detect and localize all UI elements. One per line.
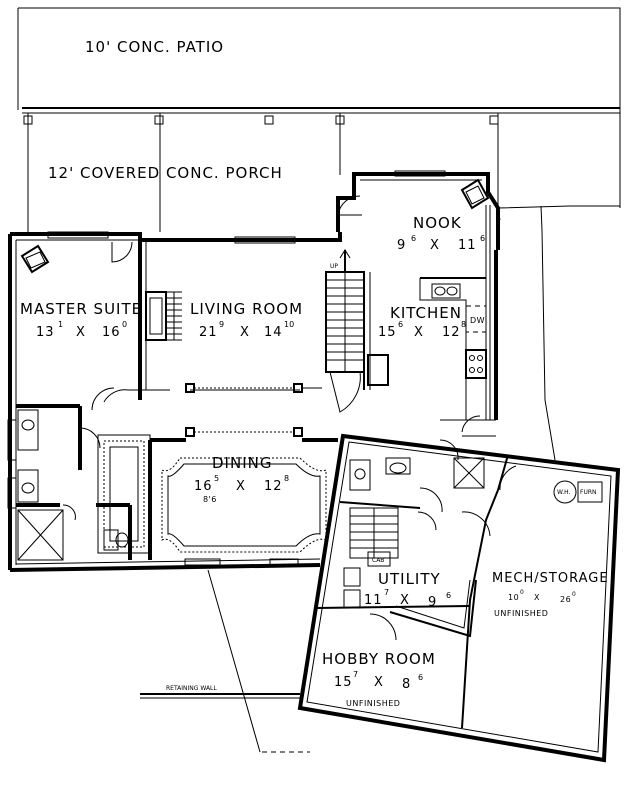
kitchen-dim-w-sup: 6 [398,320,403,329]
water-heater-label: W.H. [557,489,571,496]
hobby-dim-w-sup: 7 [353,670,358,679]
kitchen-label: KITCHEN [390,304,462,322]
hobby-room-label: HOBBY ROOM [322,650,436,668]
dishwasher-label: DW [470,316,485,325]
hobby-unfinished-note: UNFINISHED [346,699,400,708]
hobby-dim-x: X [374,675,384,690]
living-room-label: LIVING ROOM [190,300,303,318]
mech-dim-h-sup: 0 [572,591,576,598]
living-dim-w-sup: 9 [219,320,224,329]
living-dim-x: X [240,325,250,340]
nook-dim-w-sup: 6 [411,234,416,243]
mech-dim-h: 26 [560,595,571,604]
utility-dim-h: 9 [428,595,437,610]
living-room [103,291,322,437]
master-dim-h: 16 [102,325,121,340]
utility-dim-w-sup: 7 [384,588,389,597]
mech-dim-x: X [534,593,540,602]
nook-dim-w: 9 [397,238,406,253]
living-dim-h-sup: 10 [284,320,294,329]
utility-label: UTILITY [378,570,441,588]
utility-dim-h-sup: 6 [446,591,451,600]
nook-label: NOOK [413,214,462,232]
living-dim-h: 14 [264,325,283,340]
hobby-dim-h-sup: 6 [418,673,423,682]
dining-dim-h: 12 [264,479,283,494]
main-stairs [325,249,389,413]
nook-dim-h: 11 [458,238,477,253]
dining-ceiling-height: 8'6 [203,495,217,504]
hobby-dim-h: 8 [402,677,411,692]
patio-label: 10' CONC. PATIO [85,38,224,56]
dining-dim-w: 16 [194,479,213,494]
master-suite-label: MASTER SUITE [20,300,142,318]
mech-storage-label: MECH/STORAGE [492,571,609,586]
patio-area [17,7,621,208]
kitchen-dim-h-sup: 8 [461,320,466,329]
dining-dim-w-sup: 5 [214,474,219,483]
master-dim-x: X [76,325,86,340]
utility-dim-w: 11 [364,593,383,608]
kitchen-dim-h: 12 [442,325,461,340]
dining-dim-h-sup: 8 [284,474,289,483]
kitchen-dim-w: 15 [378,325,397,340]
cabinet-label: CAB [372,557,384,564]
porch-area [23,113,620,461]
retaining-wall-label: RETAINING WALL [166,685,217,692]
living-dim-w: 21 [199,325,218,340]
mech-unfinished-note: UNFINISHED [494,609,548,618]
master-dim-w: 13 [36,325,55,340]
master-dim-h-sup: 0 [122,320,127,329]
dining-label: DINING [212,454,272,472]
nook-dim-x: X [430,238,440,253]
master-suite-room [16,240,151,561]
mech-dim-w-sup: 0 [520,589,524,596]
hobby-dim-w: 15 [334,675,353,690]
nook-dim-h-sup: 6 [480,234,485,243]
lower-level-plan [297,433,621,763]
furnace-label: FURN [580,489,597,496]
master-dim-w-sup: 1 [58,320,63,329]
porch-label: 12' COVERED CONC. PORCH [48,164,283,182]
retaining-wall [140,569,310,753]
utility-dim-x: X [400,593,410,608]
dining-dim-x: X [236,479,246,494]
dining-room [148,438,338,560]
stairs-up-label: UP [330,263,338,270]
kitchen-dim-x: X [414,325,424,340]
kitchen-nook [337,178,496,437]
mech-dim-w: 10 [508,593,519,602]
